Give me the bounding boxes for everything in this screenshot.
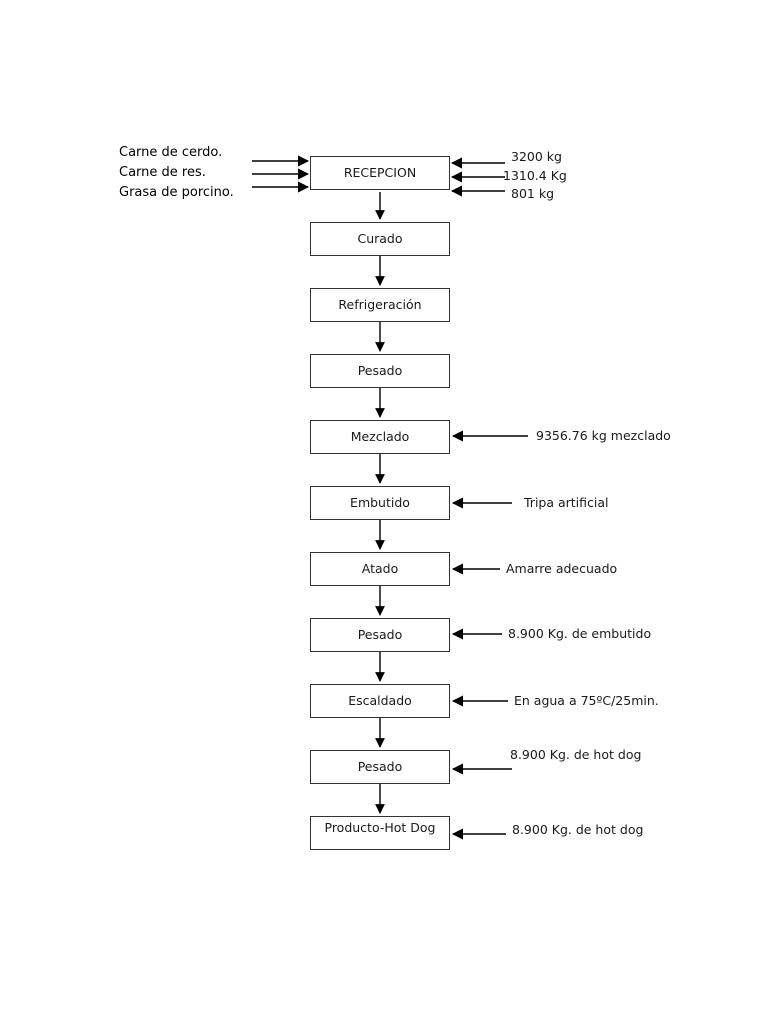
process-label-escaldado: Escaldado [348, 692, 412, 708]
input-label-carne-res: Carne de res. [119, 165, 206, 180]
annotation-label-escaldado: En agua a 75ºC/25min. [514, 693, 659, 708]
process-label-pesado-1: Pesado [357, 362, 403, 378]
process-label-refrigeracion: Refrigeración [338, 296, 422, 312]
quantity-label-grasa-porcino: 801 kg [511, 186, 555, 201]
annotation-label-producto: 8.900 Kg. de hot dog [512, 822, 644, 837]
process-box-mezclado[interactable]: Mezclado [310, 420, 450, 454]
annotation-label-pesado-3: 8.900 Kg. de hot dog [510, 747, 642, 762]
process-box-recepcion[interactable]: RECEPCION [310, 156, 450, 190]
quantity-label-carne-cerdo: 3200 kg [511, 149, 562, 164]
process-label-curado: Curado [357, 230, 403, 246]
process-box-pesado-1[interactable]: Pesado [310, 354, 450, 388]
process-label-recepcion: RECEPCION [343, 164, 417, 180]
process-box-embutido[interactable]: Embutido [310, 486, 450, 520]
annotation-arrows [451, 430, 528, 840]
process-box-refrigeracion[interactable]: Refrigeración [310, 288, 450, 322]
quantity-label-carne-res: 1310.4 Kg [503, 168, 567, 183]
input-arrows [252, 155, 310, 193]
annotation-label-embutido: Tripa artificial [524, 495, 609, 510]
process-label-pesado-2: Pesado [357, 626, 403, 642]
process-label-embutido: Embutido [350, 494, 410, 510]
input-label-grasa-porcino: Grasa de porcino. [119, 185, 234, 200]
process-box-atado[interactable]: Atado [310, 552, 450, 586]
annotation-label-mezclado: 9356.76 kg mezclado [536, 428, 671, 443]
quantity-arrows [450, 157, 505, 197]
process-label-producto-hot-dog: Producto-Hot Dog [324, 820, 436, 835]
process-box-pesado-2[interactable]: Pesado [310, 618, 450, 652]
process-box-producto-hot-dog[interactable]: Producto-Hot Dog [310, 816, 450, 850]
annotation-label-atado: Amarre adecuado [506, 561, 618, 576]
process-box-pesado-3[interactable]: Pesado [310, 750, 450, 784]
process-label-pesado-3: Pesado [357, 758, 403, 774]
process-box-escaldado[interactable]: Escaldado [310, 684, 450, 718]
process-label-atado: Atado [361, 560, 399, 576]
process-box-curado[interactable]: Curado [310, 222, 450, 256]
process-label-mezclado: Mezclado [350, 428, 410, 444]
input-label-carne-cerdo: Carne de cerdo. [119, 145, 223, 160]
annotation-label-pesado-2: 8.900 Kg. de embutido [508, 626, 652, 641]
